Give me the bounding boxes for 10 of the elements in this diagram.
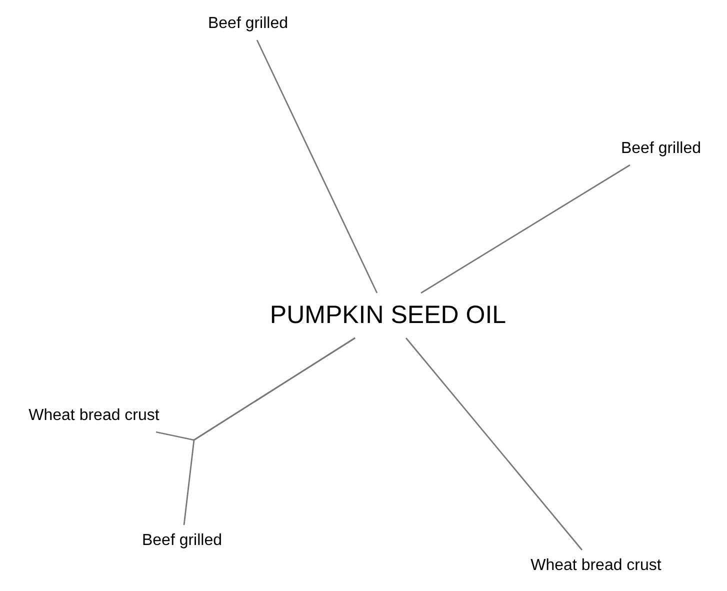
- central-term: PUMPKIN SEED OIL: [255, 293, 521, 338]
- term-label: Beef grilled: [607, 133, 715, 165]
- term-label: Beef grilled: [128, 525, 236, 557]
- connector-line: [256, 40, 378, 294]
- term-label: Wheat bread crust: [12, 400, 176, 432]
- connector-line: [420, 164, 630, 294]
- connector-line: [183, 337, 356, 526]
- term-label: Beef grilled: [195, 8, 301, 40]
- connector-line: [405, 338, 583, 550]
- term-label: Wheat bread crust: [511, 550, 681, 582]
